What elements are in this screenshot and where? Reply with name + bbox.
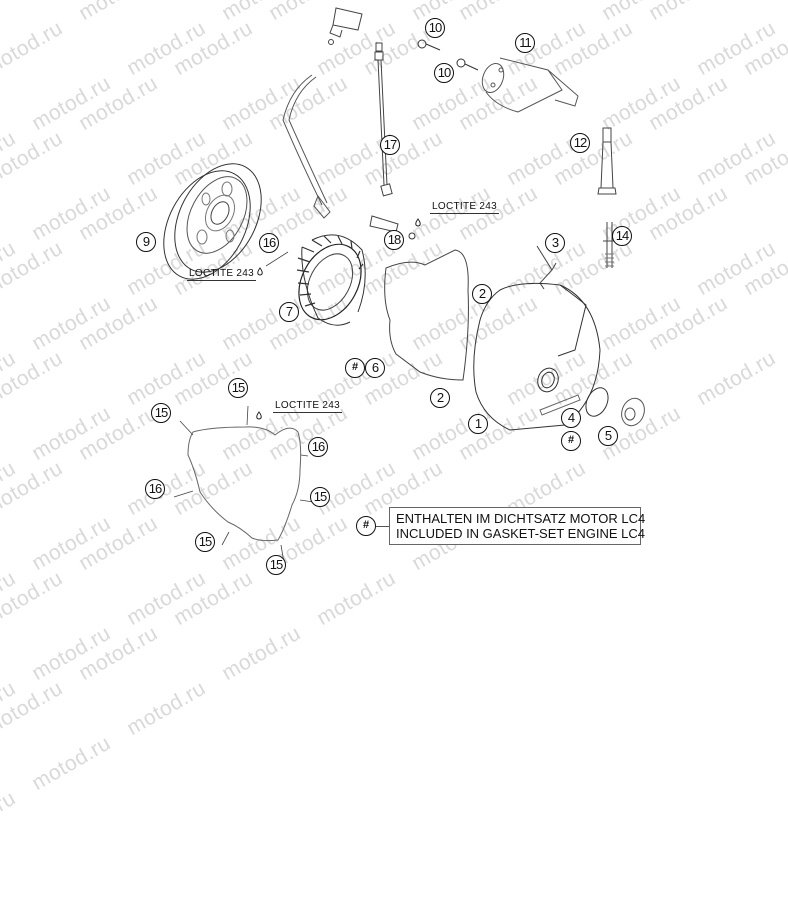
- loctite-drop-icon: [415, 218, 421, 227]
- watermark-text: motod.ru: [218, 621, 305, 685]
- leader-lines: [173, 251, 321, 564]
- watermark-text: motod.ru: [28, 621, 115, 685]
- gasket-set-symbol: #: [356, 516, 376, 536]
- callout-c16a: 16: [259, 233, 279, 253]
- callout-c4h: #: [561, 431, 581, 451]
- watermark-text: motod.ru: [0, 676, 67, 740]
- starter-bolt-parts: [417, 39, 479, 71]
- callout-c16b: 16: [308, 437, 328, 457]
- callout-c4: 4: [561, 408, 581, 428]
- starter-motor-part: [481, 57, 579, 113]
- stator-part: [296, 234, 366, 326]
- stator-cable: [282, 74, 331, 219]
- watermark-text: motod.ru: [0, 786, 20, 850]
- loctite-drop-icon: [256, 411, 262, 420]
- pickup-sensor-cable-part: [369, 42, 399, 233]
- callout-c6h: #: [345, 358, 365, 378]
- callout-c15b: 15: [151, 403, 171, 423]
- connector-part: [328, 7, 363, 45]
- callout-c2b: 2: [430, 388, 450, 408]
- cover-gasket-part: [384, 249, 469, 381]
- generator-cover-part: [473, 282, 601, 431]
- callout-c9: 9: [136, 232, 156, 252]
- watermark-text: motod.ru: [75, 621, 162, 685]
- loctite-label: LOCTITE 243: [273, 400, 342, 413]
- callout-c6: 6: [365, 358, 385, 378]
- note-connector-line: [376, 526, 389, 527]
- callout-c18: 18: [384, 230, 404, 250]
- callout-c15c: 15: [310, 487, 330, 507]
- loctite-label: LOCTITE 243: [187, 268, 256, 281]
- callout-c15d: 15: [195, 532, 215, 552]
- callout-c2a: 2: [472, 284, 492, 304]
- note-line-english: INCLUDED IN GASKET-SET ENGINE LC4: [396, 526, 645, 541]
- callout-c11: 11: [515, 33, 535, 53]
- callout-c5: 5: [598, 426, 618, 446]
- callout-c15a: 15: [228, 378, 248, 398]
- callout-c16c: 16: [145, 479, 165, 499]
- parts-line-art: [163, 7, 645, 564]
- callout-c12: 12: [570, 133, 590, 153]
- washer-part: [408, 232, 416, 240]
- callout-c10b: 10: [434, 63, 454, 83]
- loctite-label: LOCTITE 243: [430, 201, 499, 214]
- watermark-text: motod.ru: [0, 676, 20, 740]
- gasket-set-note-box: ENTHALTEN IM DICHTSATZ MOTOR LC4 INCLUDE…: [389, 507, 646, 545]
- callout-c10a: 10: [425, 18, 445, 38]
- ignition-cover-outline: [187, 426, 302, 542]
- callout-c7: 7: [279, 302, 299, 322]
- callout-c14: 14: [612, 226, 632, 246]
- flywheel-rotor-part: [163, 163, 262, 280]
- callout-c15e: 15: [266, 555, 286, 575]
- watermark-text: motod.ru: [28, 731, 115, 795]
- shaft-part: [597, 127, 617, 195]
- watermark-text: motod.ru: [123, 676, 210, 740]
- callout-c17: 17: [380, 135, 400, 155]
- spring-clip-part: [536, 245, 557, 290]
- o-ring-part: [585, 387, 609, 417]
- note-line-german: ENTHALTEN IM DICHTSATZ MOTOR LC4: [396, 511, 646, 526]
- callout-c1: 1: [468, 414, 488, 434]
- loctite-drop-icon: [257, 267, 263, 276]
- callout-c3: 3: [545, 233, 565, 253]
- cover-plug-part: [621, 397, 645, 427]
